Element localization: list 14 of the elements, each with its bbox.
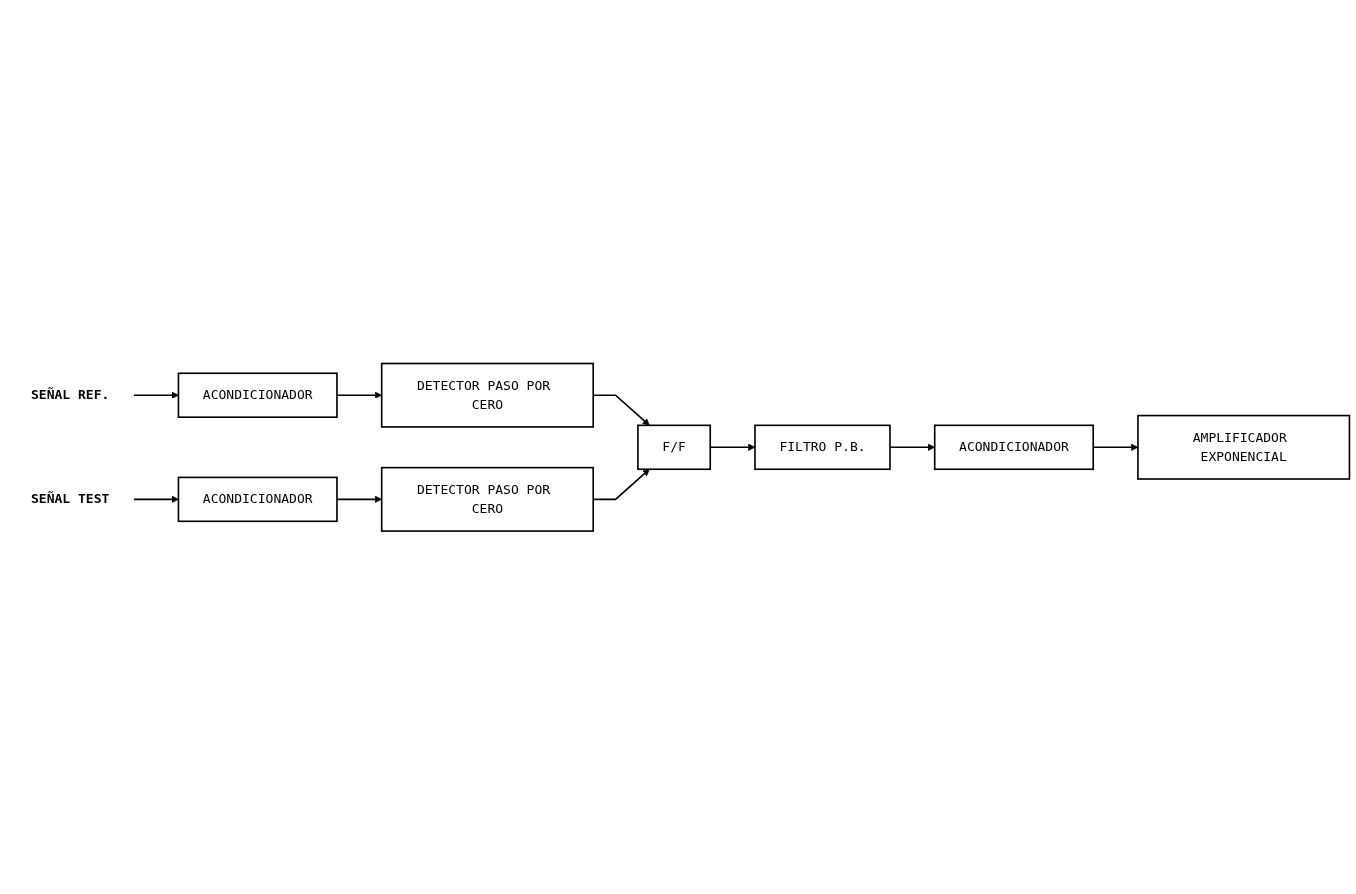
arrow: [336, 391, 382, 399]
node-box: DETECTOR PASO POR CERO: [380, 466, 594, 532]
node-box: FILTRO P.B.: [754, 424, 891, 470]
node-box: ACONDICIONADOR: [933, 424, 1095, 470]
node-box: ACONDICIONADOR: [177, 476, 338, 522]
arrow: [132, 391, 179, 399]
arrow: [336, 495, 382, 503]
node-box: AMPLIFICADOR EXPONENCIAL: [1137, 414, 1351, 480]
node-box: DETECTOR PASO POR CERO: [380, 362, 594, 428]
node-box: F/F: [637, 424, 712, 470]
node-text: SEÑAL TEST: [30, 490, 110, 507]
node-box: ACONDICIONADOR: [177, 372, 338, 418]
arrow: [132, 495, 179, 503]
node-text: SEÑAL REF.: [30, 386, 110, 403]
